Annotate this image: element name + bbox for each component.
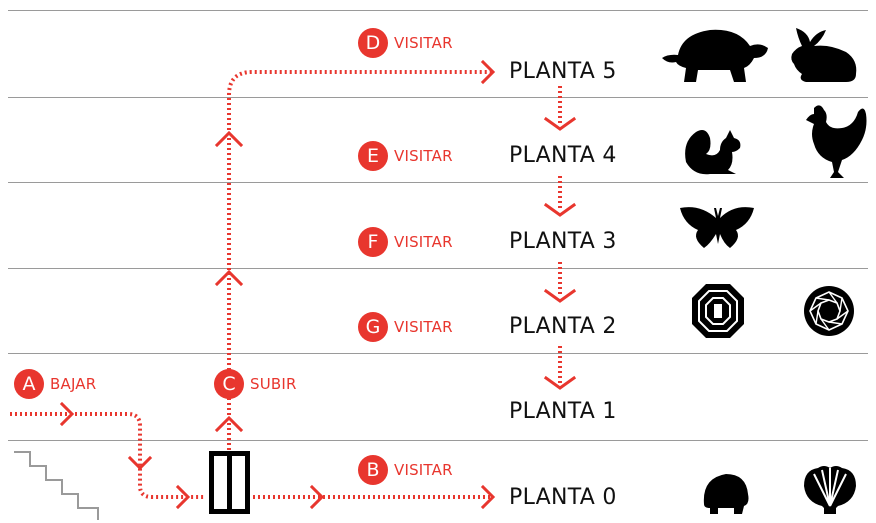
squirrel-icon xyxy=(685,130,741,175)
arrow-down xyxy=(543,375,577,390)
step-e-badge: E xyxy=(358,141,388,171)
step-a-badge: A xyxy=(14,369,44,399)
rabbit-icon xyxy=(791,28,857,82)
floor-separator xyxy=(8,353,868,354)
step-b-label: VISITAR xyxy=(394,461,453,479)
arrow-up xyxy=(214,269,244,287)
floor-separator xyxy=(8,10,868,11)
step-f: F VISITAR xyxy=(358,227,453,257)
step-b: B VISITAR xyxy=(358,455,453,485)
route-descend xyxy=(10,412,205,499)
arrow-right xyxy=(480,59,496,85)
floor-label-3: PLANTA 3 xyxy=(509,229,617,254)
step-g-badge: G xyxy=(358,312,388,342)
emerald-cut-gem-icon xyxy=(692,284,744,338)
floor-label-0: PLANTA 0 xyxy=(509,485,617,510)
stairs-icon xyxy=(14,451,99,520)
floor-label-2: PLANTA 2 xyxy=(509,314,617,339)
step-f-label: VISITAR xyxy=(394,233,453,251)
arrow-down xyxy=(543,288,577,303)
step-d-badge: D xyxy=(358,28,388,58)
floor-label-5: PLANTA 5 xyxy=(509,59,617,84)
arrow-right xyxy=(309,484,325,510)
scallop-shell-icon xyxy=(804,466,856,514)
route-up xyxy=(227,70,492,450)
arrow-right xyxy=(175,484,191,510)
floor-separator xyxy=(8,440,868,441)
arrow-down xyxy=(543,116,577,131)
floor-separator xyxy=(8,268,868,269)
step-b-badge: B xyxy=(358,455,388,485)
step-e: E VISITAR xyxy=(358,141,453,171)
turtle-shell-icon xyxy=(703,474,749,514)
arrow-up xyxy=(214,415,244,433)
step-d-label: VISITAR xyxy=(394,34,453,52)
arrow-up xyxy=(214,130,244,148)
arrow-down xyxy=(127,455,153,471)
step-a: A BAJAR xyxy=(14,369,96,399)
step-f-badge: F xyxy=(358,227,388,257)
arrow-right xyxy=(59,401,75,427)
step-g: G VISITAR xyxy=(358,312,453,342)
floor-separator xyxy=(8,97,868,98)
hen-icon xyxy=(806,105,867,178)
butterfly-icon xyxy=(680,207,754,248)
floor-label-4: PLANTA 4 xyxy=(509,143,617,168)
round-cut-gem-icon xyxy=(804,286,854,336)
arrow-down xyxy=(543,202,577,217)
floor-label-1: PLANTA 1 xyxy=(509,399,617,424)
tortoise-icon xyxy=(662,29,768,82)
step-c: C SUBIR xyxy=(214,369,297,399)
floor-separator xyxy=(8,182,868,183)
step-c-label: SUBIR xyxy=(250,375,297,393)
elevator-icon xyxy=(209,451,250,514)
step-d: D VISITAR xyxy=(358,28,453,58)
step-a-label: BAJAR xyxy=(50,375,97,393)
arrow-right xyxy=(480,484,496,510)
step-g-label: VISITAR xyxy=(394,318,453,336)
step-c-badge: C xyxy=(214,369,244,399)
step-e-label: VISITAR xyxy=(394,147,453,165)
